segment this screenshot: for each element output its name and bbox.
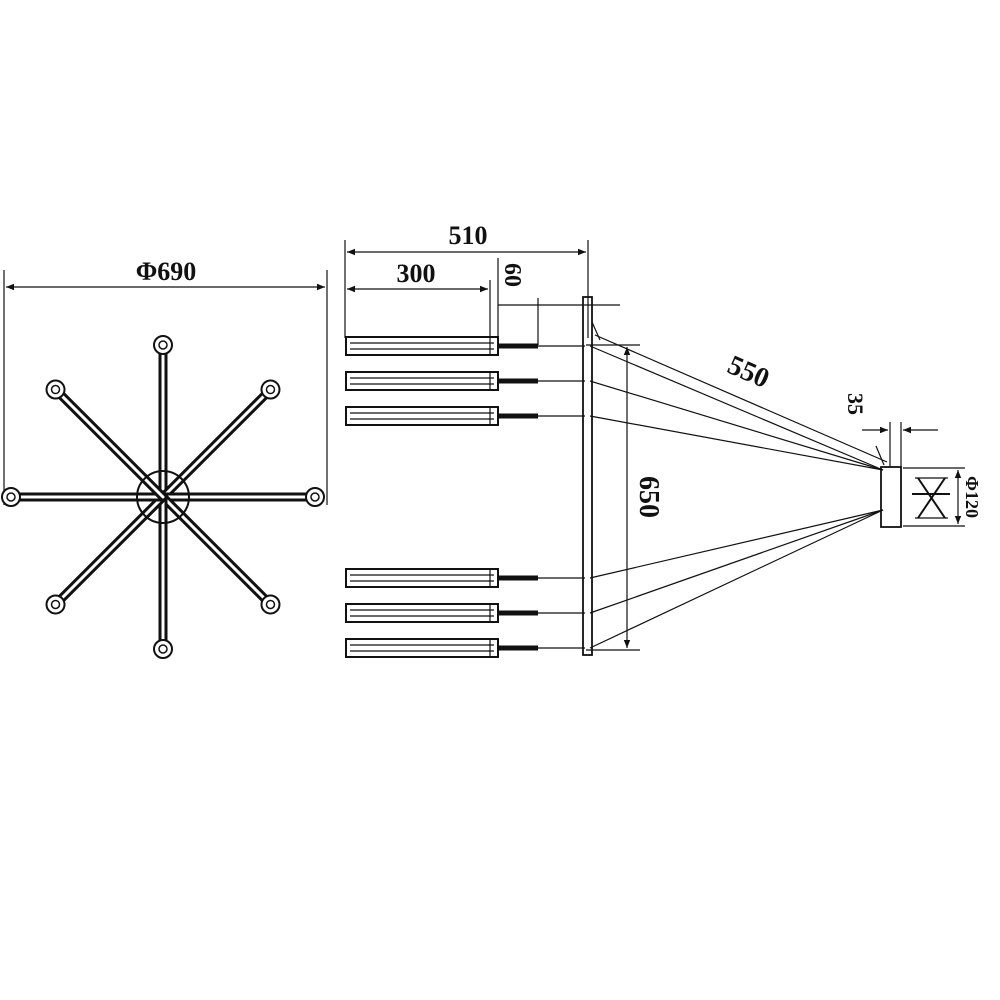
- arm-end-dot: [265, 599, 276, 610]
- cable: [589, 415, 884, 471]
- fixture: [345, 603, 585, 623]
- fixture: [345, 406, 585, 426]
- fixture-body: [345, 603, 499, 623]
- arm-end-cap: [260, 379, 281, 400]
- arm-end-dot: [158, 340, 168, 350]
- fixture: [345, 371, 585, 391]
- fixture-stem: [498, 378, 538, 384]
- arm-end-cap: [153, 639, 173, 659]
- canopy: 35 Φ120: [843, 393, 982, 528]
- arm-end-cap: [153, 335, 173, 355]
- arm-end-dot: [310, 492, 320, 502]
- side-view: 510 300 60 650: [344, 221, 982, 658]
- arm-inner: [54, 388, 165, 499]
- fixture: [345, 568, 585, 588]
- length-300-dimension: 300: [347, 259, 491, 338]
- arm-inner: [54, 495, 165, 606]
- length-510-label: 510: [449, 221, 488, 250]
- stem-60-dimension: 60: [497, 258, 620, 345]
- center-hub: [136, 470, 190, 524]
- arm-end-dot: [158, 644, 168, 654]
- arm-end-cap: [45, 379, 66, 400]
- arm-end-dot: [50, 384, 61, 395]
- arm-inner: [161, 388, 272, 499]
- arm-end-cap: [260, 594, 281, 615]
- length-510-dimension: 510: [344, 221, 589, 338]
- fixture-stem: [498, 413, 538, 419]
- drop-650-label: 650: [633, 476, 664, 518]
- canopy-35-label: 35: [843, 393, 868, 415]
- arm-end-cap: [305, 487, 325, 507]
- cable: [589, 509, 884, 614]
- canopy-diameter-120-label: Φ120: [962, 476, 982, 518]
- stem-60-label: 60: [499, 263, 525, 287]
- fixture-stem: [498, 610, 538, 616]
- fixture-body: [345, 568, 499, 588]
- top-view: Φ690: [1, 257, 328, 659]
- fixture-stem: [498, 645, 538, 651]
- fixture-stem: [498, 575, 538, 581]
- arm-end-dot: [50, 599, 61, 610]
- fixture: [345, 638, 585, 658]
- fixture: [345, 336, 585, 356]
- cable: [589, 509, 884, 649]
- canopy-body: [880, 466, 902, 528]
- arm-ends-group: [1, 335, 325, 659]
- fixture-body: [345, 336, 499, 356]
- fixture-body: [345, 406, 499, 426]
- mounting-bar: [582, 296, 593, 656]
- cable: [589, 380, 884, 471]
- cable-550-label: 550: [723, 350, 774, 395]
- fixture-body: [345, 371, 499, 391]
- arm-end-cap: [45, 594, 66, 615]
- arm-end-dot: [6, 492, 16, 502]
- arm-end-dot: [265, 384, 276, 395]
- diameter-690-label: Φ690: [136, 257, 197, 286]
- cable: [589, 345, 884, 471]
- length-300-label: 300: [397, 259, 436, 288]
- fixture-body: [345, 638, 499, 658]
- cables-group: [589, 345, 884, 649]
- cable: [589, 509, 884, 579]
- fixture-stem: [498, 343, 538, 349]
- fixtures-group: [345, 336, 585, 658]
- diameter-690-dimension: Φ690: [3, 257, 328, 505]
- arm-end-cap: [1, 487, 21, 507]
- drop-650-dimension: 650: [586, 344, 664, 651]
- arm-inner: [161, 495, 272, 606]
